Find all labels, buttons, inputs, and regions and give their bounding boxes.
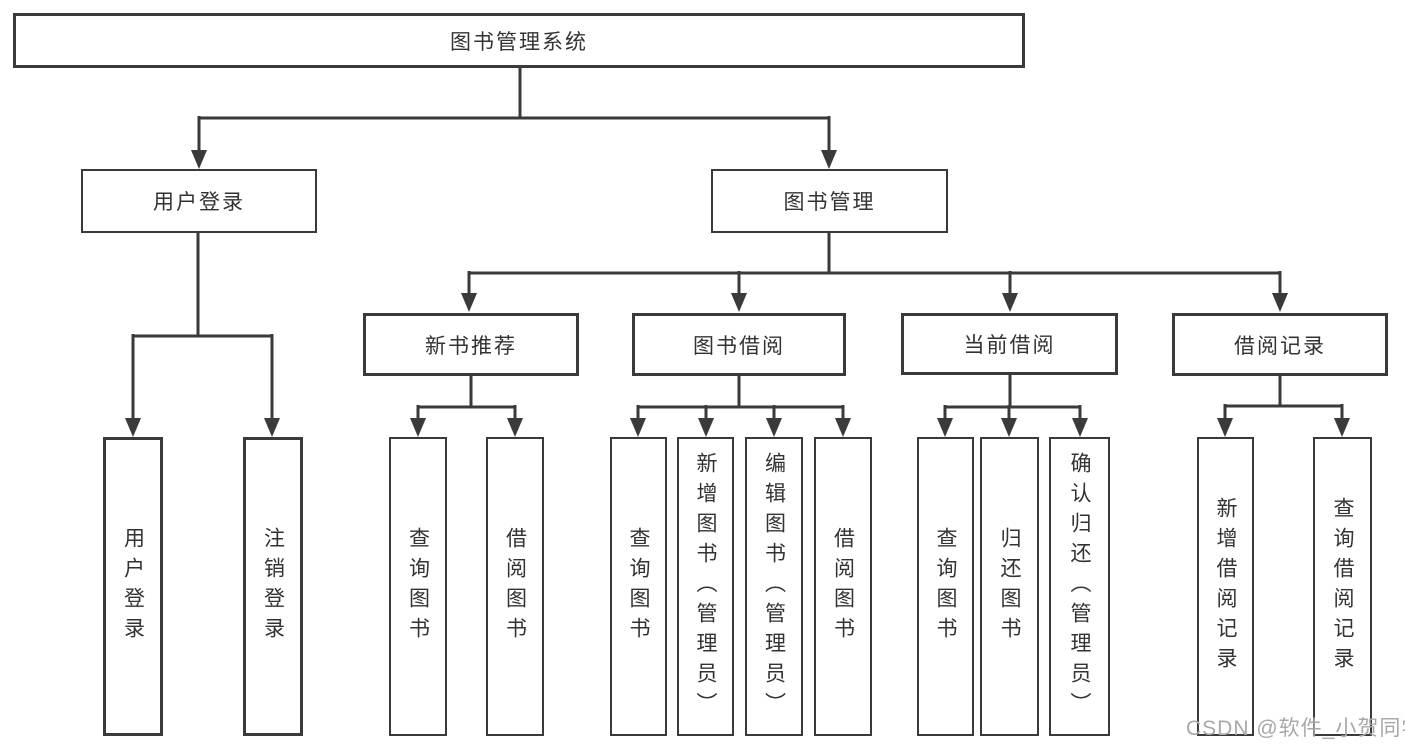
connector-user-login-children: [125, 233, 280, 437]
node-root: 图书管理系统: [13, 13, 1025, 68]
leaf-bb-add-books-admin: 新增图书（管理员）: [677, 437, 734, 736]
arrowhead: [937, 418, 953, 437]
csdn-watermark: CSDN @软件_小贺同学: [1186, 717, 1405, 740]
node-current-borrow-label: 当前借阅: [963, 334, 1056, 357]
leaf-cb-query-books: 查询图书: [917, 437, 974, 736]
arrowhead: [410, 418, 426, 437]
connector-new-book-rec-children: [410, 376, 523, 437]
arrowhead: [835, 418, 851, 437]
leaf-bb-borrow-books: 借阅图书: [814, 437, 872, 736]
connector-root-to-level2: [191, 68, 837, 169]
leaf-rec-borrow-books: 借阅图书: [486, 437, 544, 736]
arrowhead: [698, 418, 714, 437]
leaf-cb-confirm-return-admin-label: 确认归还（管理员）: [1068, 451, 1091, 722]
node-new-book-rec-label: 新书推荐: [425, 334, 517, 358]
leaf-br-query-record-label: 查询借阅记录: [1331, 496, 1354, 677]
leaf-bb-add-books-admin-label: 新增图书（管理员）: [694, 451, 717, 722]
node-book-borrow-label: 图书借阅: [693, 334, 785, 358]
connector-book-mgmt-sections: [461, 233, 1288, 312]
arrowhead: [1001, 418, 1017, 437]
leaf-logout: 注销登录: [243, 437, 303, 736]
arrowhead: [461, 293, 477, 312]
node-new-book-rec: 新书推荐: [363, 313, 579, 376]
arrowhead: [1217, 418, 1233, 437]
leaf-bb-edit-books-admin-label: 编辑图书（管理员）: [762, 451, 786, 722]
node-user-login-label: 用户登录: [153, 191, 245, 214]
leaf-bb-borrow-books-label: 借阅图书: [831, 526, 855, 647]
connector-current-borrow-children: [937, 375, 1088, 437]
node-book-mgmt-label: 图书管理: [783, 191, 876, 214]
node-book-mgmt: 图书管理: [711, 169, 948, 233]
leaf-br-add-record: 新增借阅记录: [1197, 437, 1254, 736]
leaf-logout-label: 注销登录: [261, 526, 285, 647]
node-current-borrow: 当前借阅: [901, 313, 1118, 375]
node-user-login: 用户登录: [81, 169, 317, 233]
arrowhead: [191, 150, 207, 169]
connector-book-borrow-children: [630, 376, 851, 437]
node-root-label: 图书管理系统: [450, 30, 588, 54]
arrowhead: [766, 418, 782, 437]
leaf-user-login-label: 用户登录: [121, 526, 145, 647]
leaf-rec-query-books-label: 查询图书: [406, 526, 430, 647]
arrowhead: [1272, 293, 1288, 312]
connector-borrow-record-children: [1217, 376, 1350, 437]
leaf-bb-query-books: 查询图书: [610, 437, 667, 736]
arrowhead: [731, 293, 747, 312]
arrowhead: [125, 418, 141, 437]
leaf-bb-query-books-label: 查询图书: [627, 526, 650, 647]
leaf-br-add-record-label: 新增借阅记录: [1214, 496, 1237, 677]
leaf-user-login: 用户登录: [103, 437, 163, 736]
leaf-br-query-record: 查询借阅记录: [1313, 437, 1372, 736]
leaf-cb-return-books: 归还图书: [980, 437, 1039, 736]
arrowhead: [264, 418, 280, 437]
arrowhead: [1072, 418, 1088, 437]
leaf-cb-return-books-label: 归还图书: [998, 526, 1021, 647]
node-borrow-record-label: 借阅记录: [1234, 334, 1326, 358]
node-borrow-record: 借阅记录: [1172, 313, 1388, 376]
arrowhead: [630, 418, 646, 437]
arrowhead: [1002, 293, 1018, 312]
arrowhead: [821, 150, 837, 169]
node-book-borrow: 图书借阅: [632, 313, 846, 376]
leaf-cb-query-books-label: 查询图书: [934, 526, 957, 647]
arrowhead: [507, 418, 523, 437]
leaf-cb-confirm-return-admin: 确认归还（管理员）: [1049, 437, 1110, 736]
leaf-rec-query-books: 查询图书: [389, 437, 447, 736]
leaf-rec-borrow-books-label: 借阅图书: [503, 526, 527, 647]
arrowhead: [1334, 418, 1350, 437]
leaf-bb-edit-books-admin: 编辑图书（管理员）: [745, 437, 803, 736]
